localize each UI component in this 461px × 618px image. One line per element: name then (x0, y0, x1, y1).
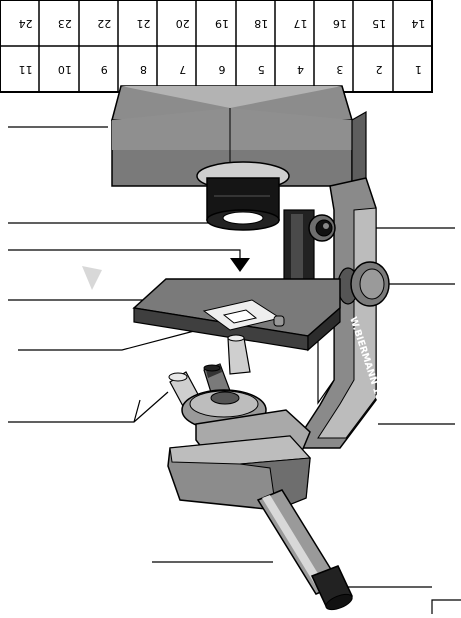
eyepiece-tube (258, 490, 354, 613)
ruler-cell-lower-6: 6 (219, 63, 226, 76)
corner-mark (432, 600, 461, 614)
ruler-cell-upper-18: 18 (254, 17, 268, 30)
lamp-housing-side (352, 112, 366, 186)
focus-column (284, 210, 314, 284)
leader-line-slide (18, 330, 198, 350)
microscope-head (168, 410, 310, 510)
nosepiece-hub (211, 392, 239, 404)
leader-line-light-path (8, 250, 240, 258)
ruler-cell-upper-19: 19 (215, 17, 229, 30)
focus-rack-shade (291, 214, 303, 280)
ruler-cell-upper-14: 14 (411, 17, 425, 30)
fine-focus-knob-highlight (323, 223, 329, 229)
ruler-cell-upper-22: 22 (97, 17, 111, 30)
objective-short-tip (169, 373, 187, 381)
ruler-cell-lower-2: 2 (376, 63, 383, 76)
objective-long-tip (228, 335, 244, 341)
ruler-cell-upper-21: 21 (136, 17, 150, 30)
ruler-cell-upper-16: 16 (333, 17, 347, 30)
ruler-cell-lower-1: 1 (415, 63, 422, 76)
ruler-cell-upper-15: 15 (372, 17, 386, 30)
coarse-focus-knob-face (360, 269, 384, 299)
objective-medium-tip (204, 365, 220, 371)
condenser-lens (223, 212, 263, 224)
ruler-cell-lower-4: 4 (297, 63, 304, 76)
condenser (197, 162, 289, 230)
ruler-cell-lower-10: 10 (58, 63, 72, 76)
ruler-cell-upper-23: 23 (58, 17, 72, 30)
ruler-cell-lower-3: 3 (336, 63, 343, 76)
ruler-cell-upper-24: 24 (19, 17, 33, 30)
objective-long (228, 338, 250, 374)
ruler-cell-upper-17: 17 (294, 17, 308, 30)
ruler-cell-lower-9: 9 (101, 63, 108, 76)
coarse-focus-knob (338, 262, 389, 306)
light-direction-arrow-icon (230, 258, 250, 272)
ruler-cell-lower-11: 11 (19, 63, 33, 76)
stage-clip (274, 316, 284, 326)
leader-line-objectives (8, 392, 168, 422)
ruler-cell-upper-20: 20 (176, 17, 190, 30)
fine-focus-knob (309, 215, 335, 241)
ruler-cell-lower-7: 7 (179, 63, 186, 76)
ruler-cell-lower-8: 8 (140, 63, 147, 76)
ruler-cell-lower-5: 5 (258, 63, 265, 76)
reflection-triangle (82, 266, 102, 290)
